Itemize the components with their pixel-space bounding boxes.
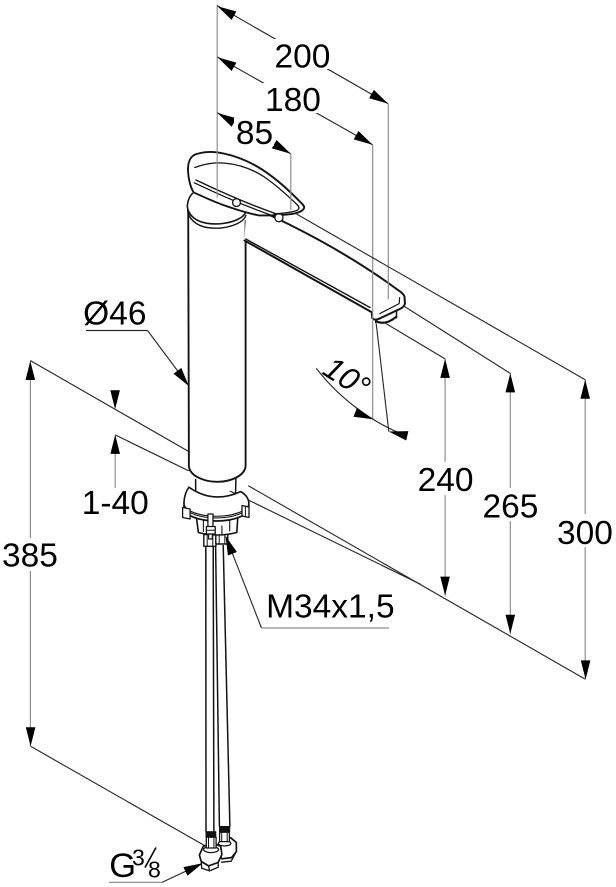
svg-text:3: 3 (132, 845, 145, 871)
svg-text:385: 385 (2, 538, 58, 575)
svg-text:1-40: 1-40 (82, 485, 149, 522)
svg-text:G: G (109, 847, 136, 885)
svg-text:265: 265 (483, 489, 539, 526)
svg-text:300: 300 (557, 515, 613, 552)
svg-text:85: 85 (236, 115, 273, 152)
svg-text:180: 180 (265, 82, 321, 119)
svg-text:200: 200 (275, 38, 331, 75)
svg-text:240: 240 (418, 462, 474, 499)
svg-text:Ø46: Ø46 (83, 296, 146, 333)
svg-text:8: 8 (148, 857, 161, 883)
svg-text:M34x1,5: M34x1,5 (266, 589, 395, 626)
